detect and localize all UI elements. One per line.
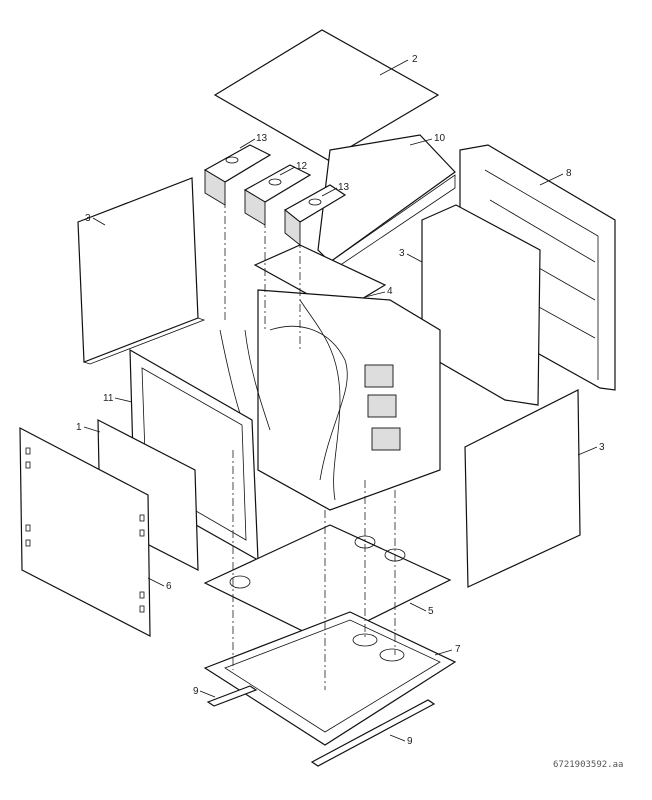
callout-9: 9 bbox=[193, 686, 199, 697]
callout-10: 10 bbox=[434, 133, 446, 144]
callout-1: 1 bbox=[76, 422, 82, 433]
side-insulation-panel-left bbox=[77, 177, 199, 363]
top-cover-panel bbox=[213, 29, 440, 161]
base-strip-left bbox=[206, 685, 258, 707]
callout-9: 9 bbox=[407, 736, 413, 747]
callout-13: 13 bbox=[256, 133, 268, 144]
pipe-connectors bbox=[203, 144, 347, 246]
callout-6: 6 bbox=[166, 581, 172, 592]
base-frame bbox=[203, 611, 457, 746]
callout-3: 3 bbox=[599, 442, 605, 453]
side-insulation-panel-right bbox=[464, 389, 581, 588]
callout-4: 4 bbox=[387, 286, 393, 297]
heat-pump-core-unit bbox=[219, 289, 441, 511]
callout-3: 3 bbox=[85, 213, 91, 224]
callout-8: 8 bbox=[566, 168, 572, 179]
callout-5: 5 bbox=[428, 606, 434, 617]
front-cover-panel bbox=[19, 427, 151, 637]
assembly-lines bbox=[224, 200, 396, 690]
callout-12: 12 bbox=[296, 161, 308, 172]
callout-2: 2 bbox=[412, 54, 418, 65]
base-strip-right bbox=[310, 699, 436, 767]
callout-3: 3 bbox=[399, 248, 405, 259]
callout-11: 11 bbox=[103, 393, 114, 404]
callout-13: 13 bbox=[338, 182, 350, 193]
callout-7: 7 bbox=[455, 644, 461, 655]
drawing-number: 6721903592.aa bbox=[553, 760, 623, 770]
leader-lines bbox=[83, 59, 598, 742]
